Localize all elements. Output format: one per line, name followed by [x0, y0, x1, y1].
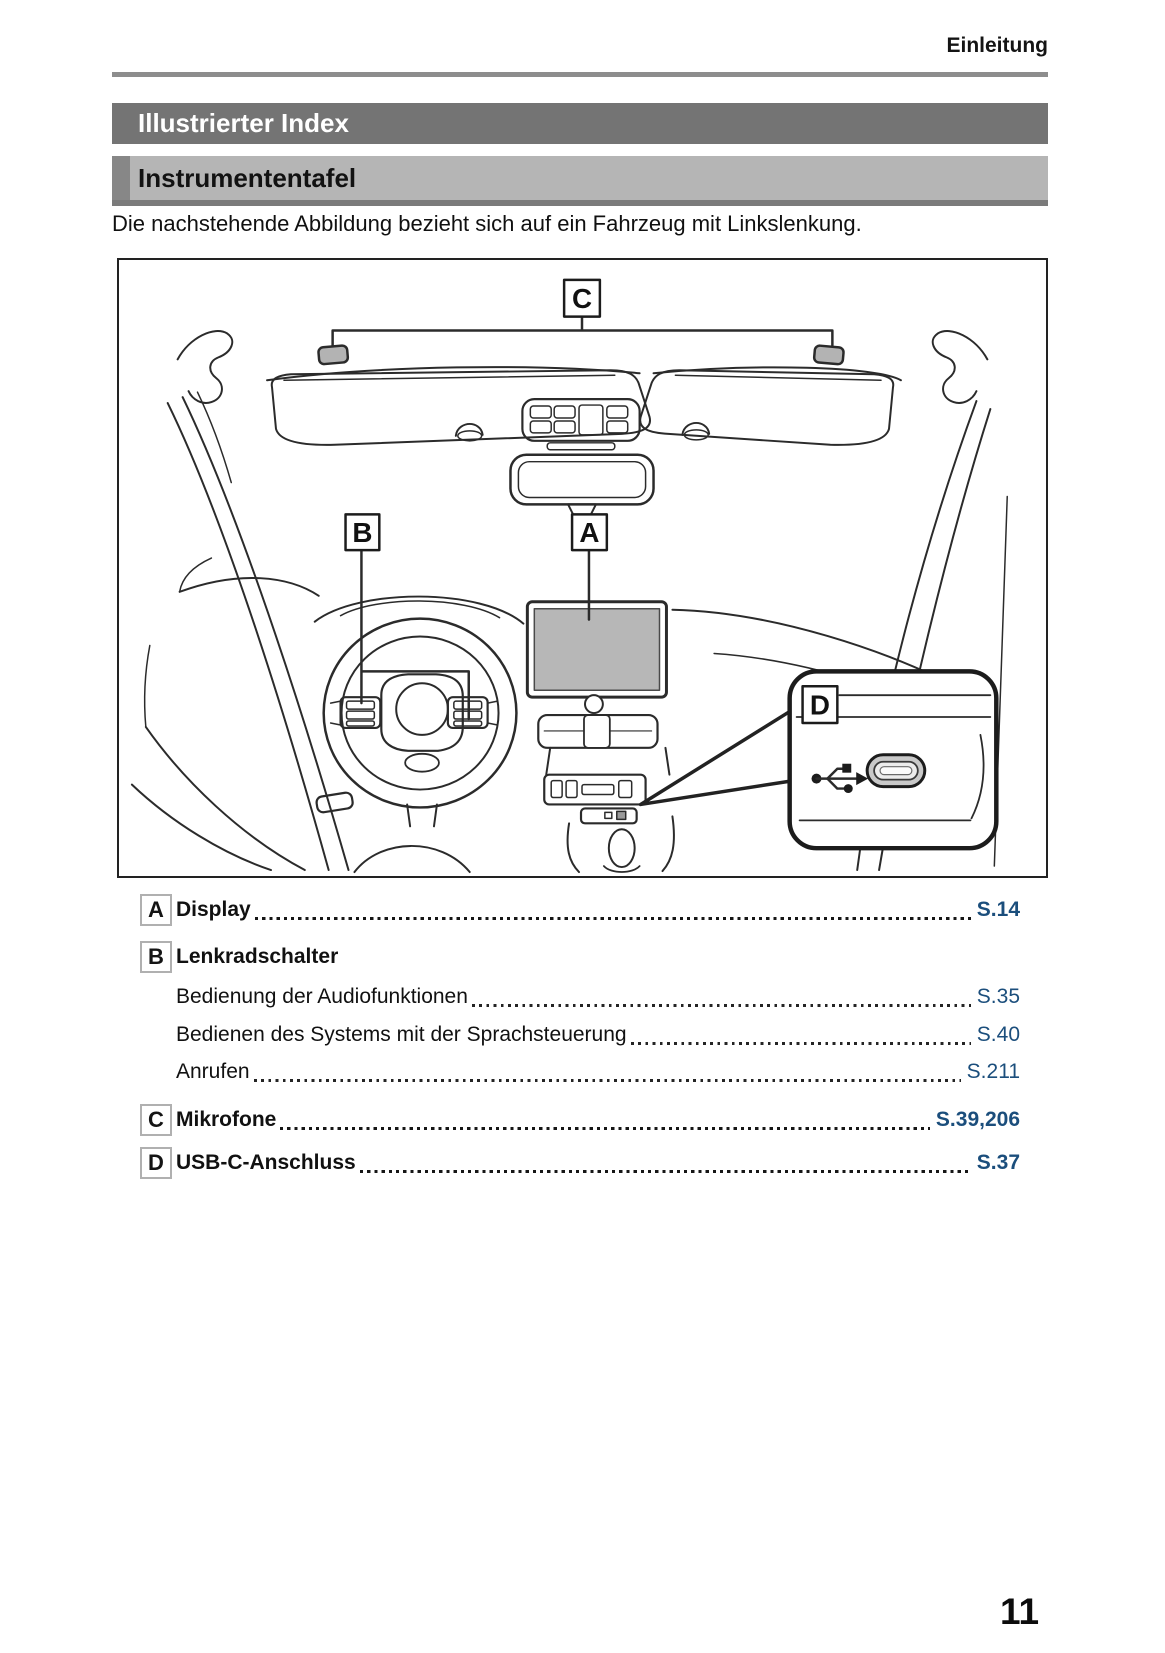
index-subrow-anrufen: Anrufen S.211: [112, 1055, 1048, 1089]
index-row-mikrofone: C Mikrofone S.39,206: [112, 1103, 1048, 1137]
page-ref: S.39,206: [935, 1108, 1020, 1131]
shifter-console: [566, 815, 675, 874]
page-ref: S.14: [976, 898, 1020, 921]
index-label: Bedienung der Audiofunktionen: [176, 985, 468, 1008]
dotted-leader: [471, 1004, 971, 1007]
callout-box-a: [570, 513, 609, 552]
steering-switch-right: [446, 696, 499, 730]
usb-inset: [787, 669, 999, 851]
callout-letter-box: B: [140, 941, 172, 973]
callout-box-c: [562, 278, 602, 318]
header-rule: [112, 72, 1048, 77]
usb-panel: [579, 807, 638, 825]
center-display: [525, 600, 668, 715]
microphone-left: [317, 344, 350, 366]
index-label: Lenkradschalter: [176, 945, 339, 968]
door-panel: [130, 644, 354, 872]
callout-letter-a: A: [579, 517, 599, 548]
microphone-right: [812, 344, 845, 366]
index-label: USB-C-Anschluss: [176, 1151, 356, 1174]
leader-b: [360, 548, 470, 721]
climate-controls: [543, 773, 647, 806]
dotted-leader: [630, 1042, 971, 1045]
section-banner-title: Instrumententafel: [138, 162, 357, 193]
callout-letter-box: D: [140, 1147, 172, 1179]
page-ref: S.40: [976, 1023, 1020, 1046]
index-subrow-audio: Bedienung der Audiofunktionen S.35: [112, 980, 1048, 1014]
dotted-leader: [280, 1126, 930, 1130]
figure-frame: C B A D: [117, 258, 1048, 878]
usb-trident-icon: [811, 763, 869, 794]
steering-wheel: [322, 617, 518, 828]
grab-handle-right: [931, 330, 989, 404]
callout-letter: A: [148, 897, 164, 922]
index-label: Anrufen: [176, 1060, 250, 1083]
leader-c: [331, 315, 834, 347]
index-label: Display: [176, 898, 251, 921]
index-subrow-sprachsteuerung: Bedienen des Systems mit der Sprachsteue…: [112, 1018, 1048, 1052]
index-label: Mikrofone: [176, 1108, 277, 1131]
index-label: Bedienen des Systems mit der Sprachsteue…: [176, 1023, 627, 1046]
inset-pointer: [638, 707, 796, 807]
callout-letter: B: [148, 944, 164, 969]
dashboard-illustration: C B A D: [130, 278, 1008, 874]
chapter-banner-title: Illustrierter Index: [138, 108, 349, 138]
intro-text: Die nachstehende Abbildung bezieht sich …: [112, 211, 862, 236]
index-row-lenkradschalter: B Lenkradschalter: [112, 940, 1048, 974]
usb-c-port: [865, 753, 927, 789]
sun-visor-right: [639, 369, 895, 446]
callout-letter: C: [148, 1107, 164, 1132]
section-header: Einleitung: [946, 34, 1049, 57]
callout-box-d: [801, 684, 839, 725]
chapter-banner: Illustrierter Index: [112, 103, 1048, 144]
rearview-mirror: [509, 453, 655, 518]
dotted-leader: [359, 1169, 971, 1173]
callout-letter-c: C: [572, 283, 592, 314]
dotted-leader: [254, 916, 971, 920]
center-vent: [537, 713, 659, 749]
section-banner-edge: [112, 156, 130, 200]
dotted-leader: [253, 1079, 961, 1082]
section-banner: Instrumententafel: [112, 156, 1048, 206]
page-ref: S.35: [976, 985, 1020, 1008]
steering-switch-left: [329, 696, 382, 730]
grab-handle-left: [176, 330, 234, 404]
sun-visor-left: [270, 369, 651, 446]
callout-letter-box: C: [140, 1104, 172, 1136]
page-ref: S.211: [966, 1060, 1020, 1083]
callout-box-b: [344, 513, 381, 552]
callout-letter: D: [148, 1150, 164, 1175]
callout-letter-box: A: [140, 894, 172, 926]
page-number: 11: [1000, 1591, 1040, 1632]
overhead-console: [521, 398, 641, 451]
index-row-usb-c: D USB-C-Anschluss S.37: [112, 1146, 1048, 1180]
page-ref: S.37: [976, 1151, 1020, 1174]
callout-letter-d: D: [810, 690, 830, 721]
index-row-display: A Display S.14: [112, 893, 1048, 927]
callout-letter-b: B: [352, 517, 372, 548]
